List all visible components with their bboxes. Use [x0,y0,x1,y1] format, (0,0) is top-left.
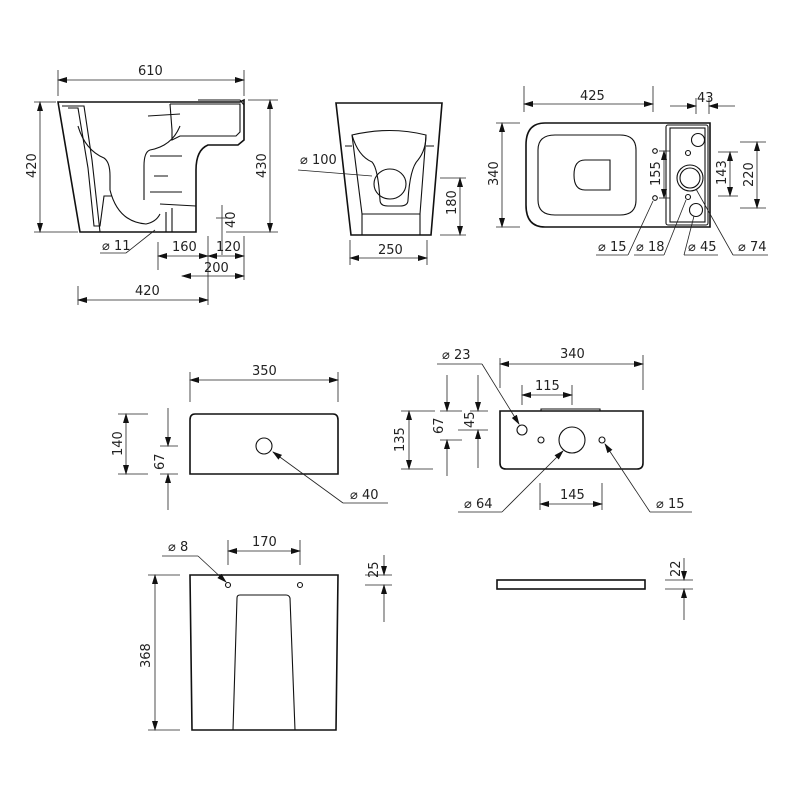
dim-180: 180 [445,190,460,215]
dim-45: 45 [463,411,478,428]
tank-lid-view: 350 140 67 ⌀ 40 [111,364,388,510]
dim-420-base: 420 [135,284,160,299]
dim-140: 140 [111,431,126,456]
dim-430-height: 430 [255,153,270,178]
dim-diameter-15-top: ⌀ 15 [598,240,627,255]
dim-610: 610 [138,64,163,79]
tank-base-view: 340 115 135 67 45 ⌀ 23 145 ⌀ 64 ⌀ 15 [393,347,692,513]
dim-200: 200 [204,261,229,276]
dim-67-lid: 67 [153,453,168,470]
dim-diameter-11: ⌀ 11 [102,239,131,254]
dim-diameter-74: ⌀ 74 [738,240,767,255]
top-view: 425 43 340 155 143 220 ⌀ 15 ⌀ 18 ⌀ 45 ⌀ … [487,86,768,256]
dim-420-height: 420 [25,153,40,178]
dim-25: 25 [367,561,382,578]
dim-22: 22 [669,560,684,577]
dim-425: 425 [580,89,605,104]
dim-143: 143 [715,160,730,185]
dim-115: 115 [535,379,560,394]
dim-220: 220 [742,162,757,187]
dim-340-tank: 340 [560,347,585,362]
dim-155: 155 [649,161,664,186]
dim-135: 135 [393,427,408,452]
dim-diameter-45: ⌀ 45 [688,240,717,255]
back-view: 170 ⌀ 8 368 25 [139,535,392,731]
front-view: ⌀ 100 180 250 [297,102,466,265]
dim-250: 250 [378,243,403,258]
dim-diameter-23: ⌀ 23 [442,348,471,363]
dim-43: 43 [697,91,714,106]
dim-diameter-8: ⌀ 8 [168,540,188,555]
dim-diameter-40: ⌀ 40 [350,488,379,503]
dim-diameter-18: ⌀ 18 [636,240,665,255]
dim-340-width: 340 [487,161,502,186]
dim-diameter-15-tank: ⌀ 15 [656,497,685,512]
dim-diameter-100: ⌀ 100 [300,153,337,168]
dim-160: 160 [172,240,197,255]
dim-40: 40 [224,211,239,228]
dim-120: 120 [216,240,241,255]
dim-170: 170 [252,535,277,550]
side-view: 610 420 430 40 ⌀ 11 160 120 200 420 [25,64,278,305]
dim-diameter-64: ⌀ 64 [464,497,493,512]
dim-67-tank: 67 [432,417,447,434]
dim-368: 368 [139,643,154,668]
dim-350: 350 [252,364,277,379]
dim-145: 145 [560,488,585,503]
seat-profile-view: 22 [496,558,693,620]
